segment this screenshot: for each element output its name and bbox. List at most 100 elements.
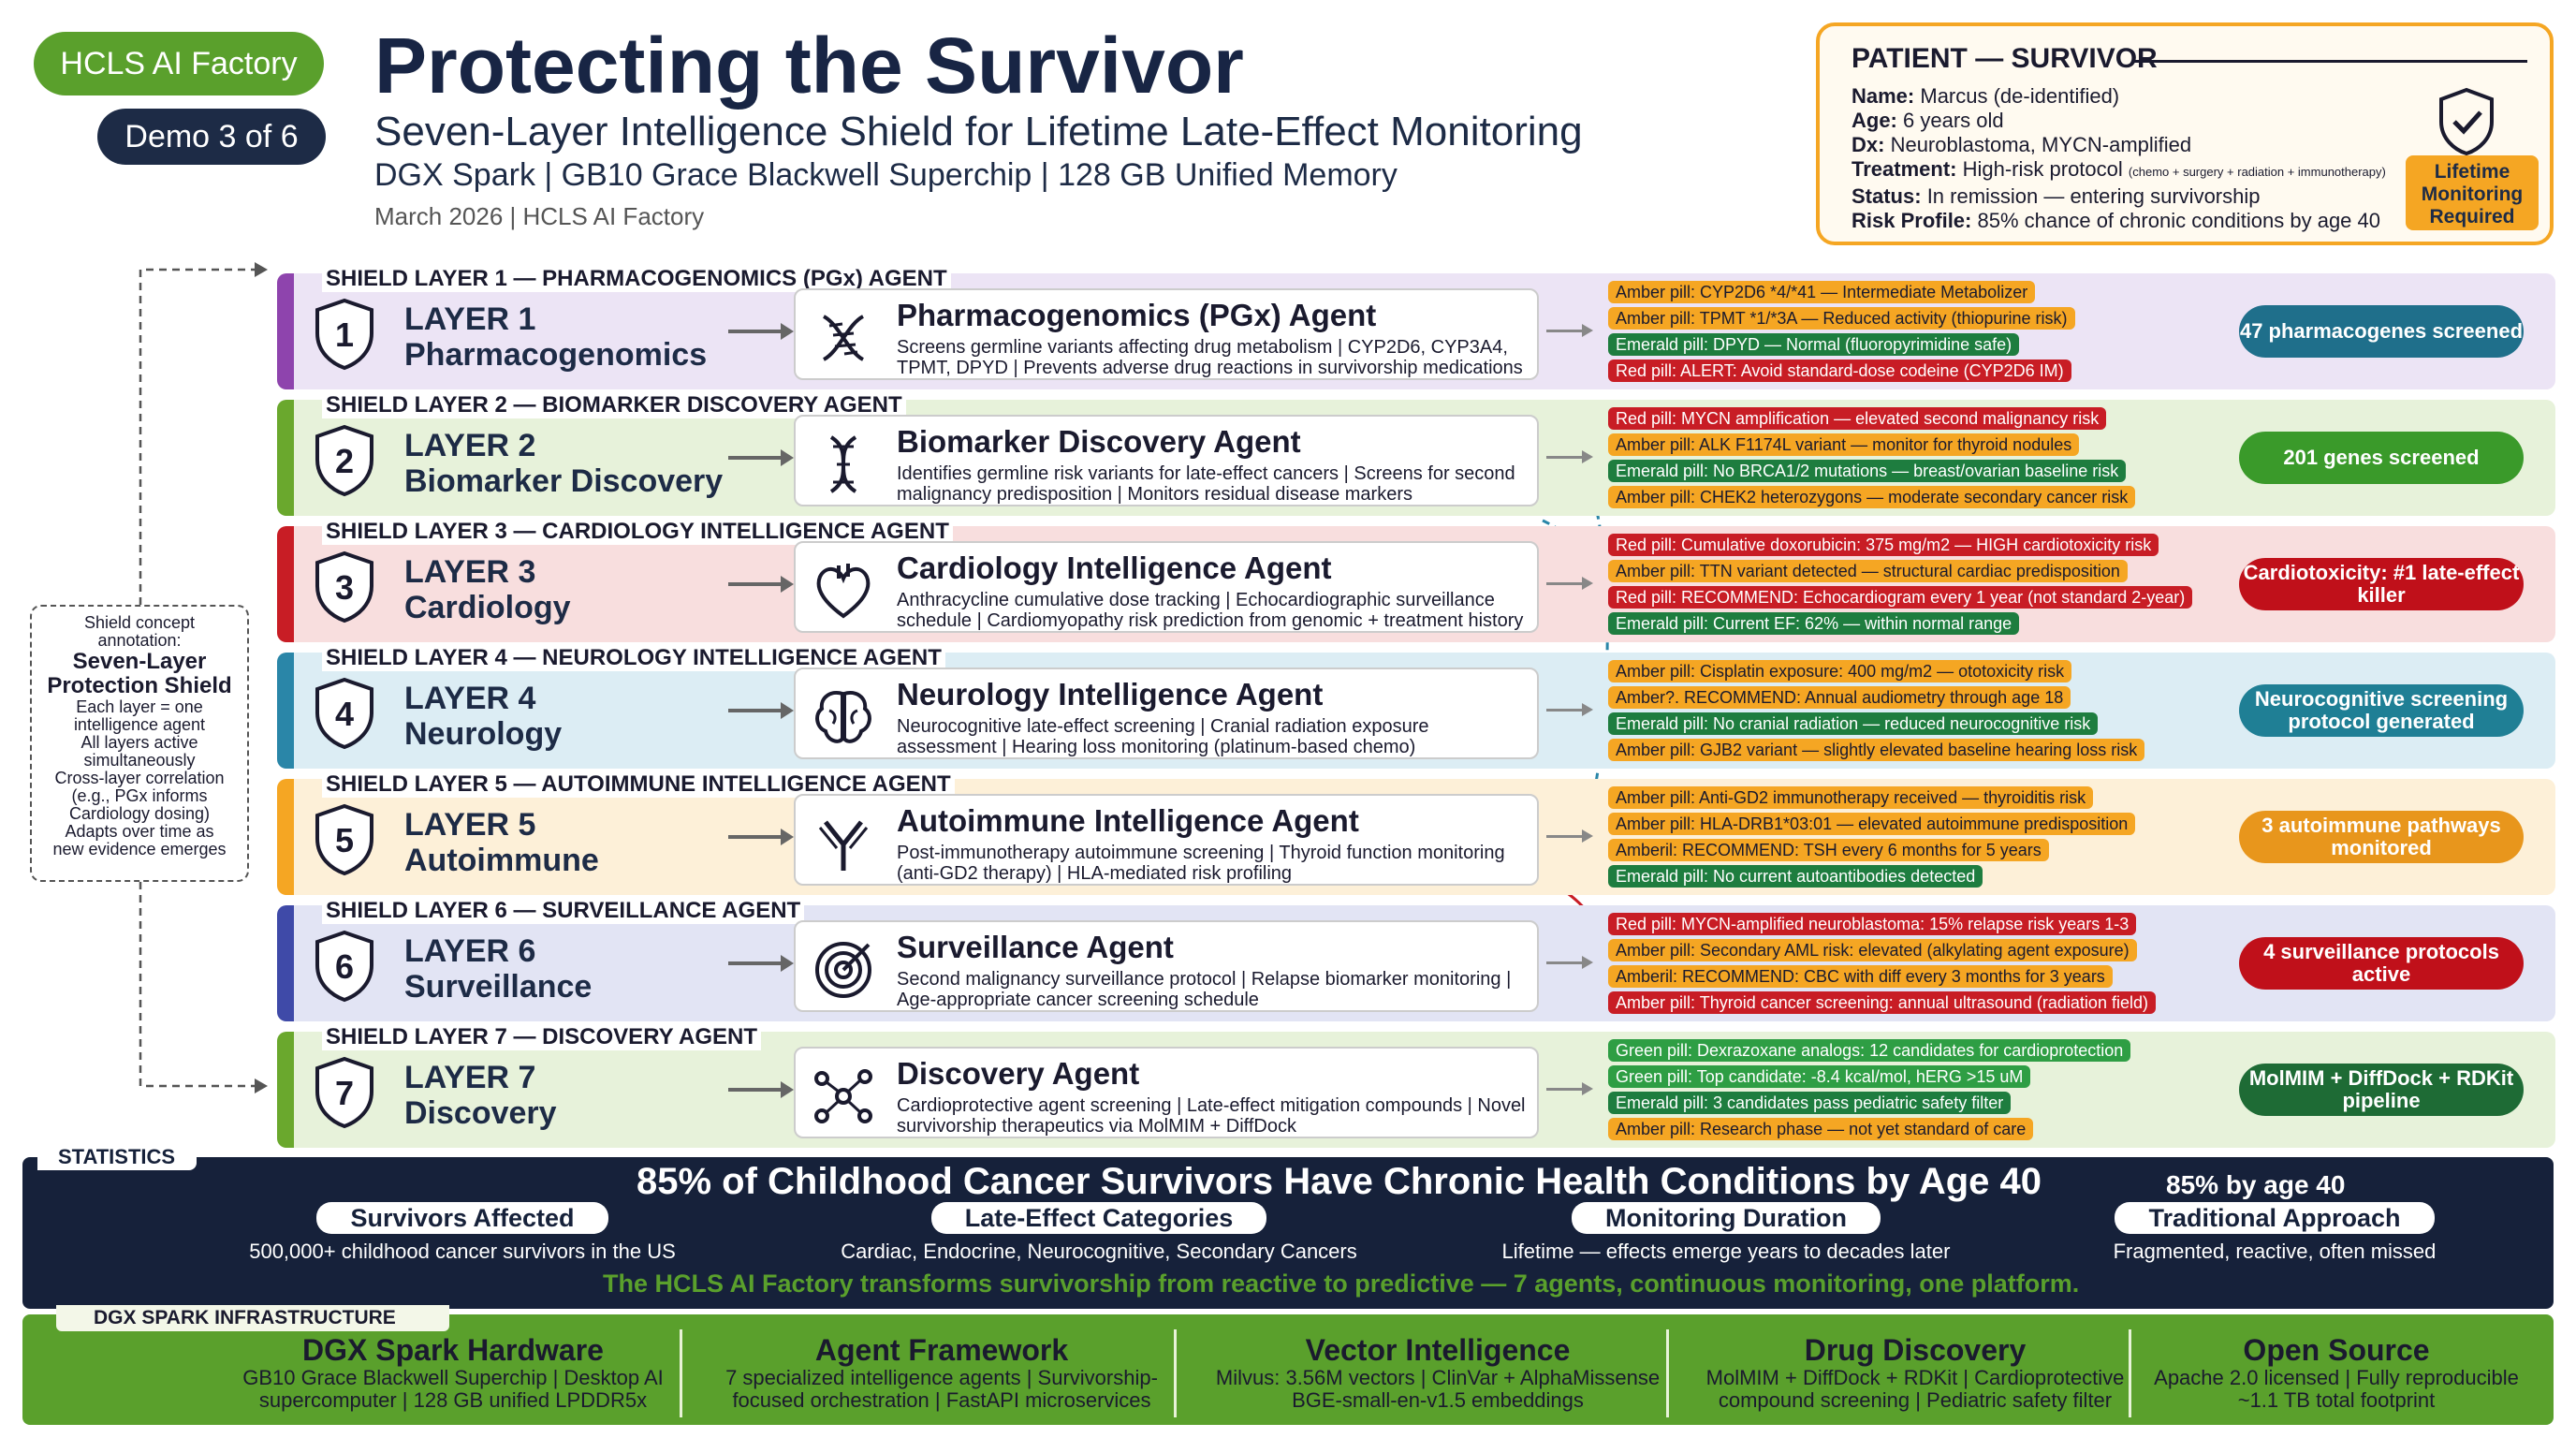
infra-col-agents: Agent Framework 7 specialized intelligen… xyxy=(698,1333,1185,1412)
layer-color-bar xyxy=(277,400,294,516)
stat-survivors-affected: Survivors Affected 500,000+ childhood ca… xyxy=(210,1202,715,1264)
infra-col-hardware: DGX Spark Hardware GB10 Grace Blackwell … xyxy=(210,1333,696,1412)
shield-layer-1: SHIELD LAYER 1 — PHARMACOGENOMICS (PGx) … xyxy=(277,266,2555,389)
layer-shield-icon: 4 xyxy=(315,677,373,750)
infra-col-open-source: Open Source Apache 2.0 licensed | Fully … xyxy=(2093,1333,2576,1412)
layer-title-line: LAYER 7 xyxy=(404,1060,536,1095)
stat-value: Cardiac, Endocrine, Neurocognitive, Seco… xyxy=(841,1240,1357,1263)
infra-col-desc: MolMIM + DiffDock + RDKit | Cardioprotec… xyxy=(1705,1366,2125,1389)
infra-col-vector: Vector Intelligence Milvus: 3.56M vector… xyxy=(1194,1333,1681,1412)
layer-title: LAYER 2 Biomarker Discovery xyxy=(404,428,723,499)
layer-arrow xyxy=(728,576,794,593)
concept-line: simultaneously xyxy=(83,751,196,770)
layer-color-bar xyxy=(277,779,294,895)
agent-name: Biomarker Discovery Agent xyxy=(897,424,1301,459)
patient-card: PATIENT — SURVIVOR Name: Marcus (de-iden… xyxy=(1816,22,2554,245)
findings-arrow xyxy=(1546,703,1593,716)
demo-badge: Demo 3 of 6 xyxy=(97,109,326,165)
heart-icon xyxy=(816,564,871,619)
infra-separator xyxy=(1666,1329,1669,1417)
finding-pill: Amber pill: Cisplatin exposure: 400 mg/m… xyxy=(1608,660,2072,682)
patient-row-label: Age: xyxy=(1852,109,1897,132)
infra-col-desc: compound screening | Pediatric safety fi… xyxy=(1718,1388,2113,1412)
finding-pill: Amber?. RECOMMEND: Annual audiometry thr… xyxy=(1608,686,2071,709)
layer-heading: SHIELD LAYER 1 — PHARMACOGENOMICS (PGx) … xyxy=(322,266,951,292)
agent-name: Pharmacogenomics (PGx) Agent xyxy=(897,298,1377,332)
finding-pill: Red pill: RECOMMEND: Echocardiogram ever… xyxy=(1608,586,2193,609)
layer-summary-pill: Cardiotoxicity: #1 late-effect killer xyxy=(2239,558,2524,610)
layer-title: LAYER 4 Neurology xyxy=(404,681,562,752)
finding-pill: Emerald pill: 3 candidates pass pediatri… xyxy=(1608,1092,2012,1114)
layer-number: 7 xyxy=(335,1074,354,1112)
stat-label: Survivors Affected xyxy=(316,1202,608,1234)
agent-description: Identifies germline risk variants for la… xyxy=(897,463,1515,505)
finding-pill: Red pill: MYCN amplification — elevated … xyxy=(1608,407,2107,430)
layer-title-line: LAYER 5 xyxy=(404,807,536,843)
layer-heading: SHIELD LAYER 5 — AUTOIMMUNE INTELLIGENCE… xyxy=(322,771,955,798)
patient-row-note: (chemo + surgery + radiation + immunothe… xyxy=(2128,165,2386,179)
layer-title-line: LAYER 3 xyxy=(404,554,536,590)
layer-shield-icon: 5 xyxy=(315,803,373,876)
layer-arrow xyxy=(728,829,794,845)
layer-color-bar xyxy=(277,526,294,642)
layer-title: LAYER 7 Discovery xyxy=(404,1060,557,1131)
patient-rule xyxy=(2134,60,2527,63)
layer-color-bar xyxy=(277,653,294,769)
layer-summary-pill: 4 surveillance protocols active xyxy=(2239,937,2524,990)
lifetime-monitoring-badge: Lifetime Monitoring Required xyxy=(2406,155,2539,230)
agent-description: Post-immunotherapy autoimmune screening … xyxy=(897,843,1505,884)
finding-pill: Green pill: Dexrazoxane analogs: 12 cand… xyxy=(1608,1039,2131,1062)
findings-arrow xyxy=(1546,324,1593,337)
agent-card: Cardiology Intelligence Agent Anthracycl… xyxy=(794,541,1539,633)
stat-value: 500,000+ childhood cancer survivors in t… xyxy=(249,1240,676,1263)
layer-title-line: LAYER 1 xyxy=(404,301,536,337)
findings-list: Red pill: Cumulative doxorubicin: 375 mg… xyxy=(1608,534,2282,638)
patient-row-value: Marcus (de-identified) xyxy=(1920,84,2120,108)
findings-list: Amber pill: Anti-GD2 immunotherapy recei… xyxy=(1608,786,2282,891)
infra-col-desc: GB10 Grace Blackwell Superchip | Desktop… xyxy=(242,1366,664,1389)
concept-line: annotation: xyxy=(97,631,182,650)
layer-title-line: Neurology xyxy=(404,716,563,752)
patient-row: Treatment: High-risk protocol (chemo + s… xyxy=(1852,157,2386,184)
layer-shield-icon: 2 xyxy=(315,424,373,497)
page-title: Protecting the Survivor xyxy=(374,22,1244,110)
layer-heading: SHIELD LAYER 6 — SURVEILLANCE AGENT xyxy=(322,898,805,924)
stat-value: Fragmented, reactive, often missed xyxy=(2113,1240,2437,1263)
patient-row-value: In remission — entering survivorship xyxy=(1926,184,2261,208)
layer-arrow xyxy=(728,955,794,972)
agent-name: Surveillance Agent xyxy=(897,930,1174,964)
layer-heading: SHIELD LAYER 2 — BIOMARKER DISCOVERY AGE… xyxy=(322,392,906,418)
finding-pill: Amber pill: Research phase — not yet sta… xyxy=(1608,1118,2034,1140)
layer-summary-pill: 47 pharmacogenes screened xyxy=(2239,305,2524,358)
concept-line: (e.g., PGx informs xyxy=(71,786,208,805)
patient-row-value: High-risk protocol xyxy=(1962,157,2123,181)
layer-title-line: Biomarker Discovery xyxy=(404,463,724,499)
findings-list: Amber pill: Cisplatin exposure: 400 mg/m… xyxy=(1608,660,2282,765)
stats-headline: 85% of Childhood Cancer Survivors Have C… xyxy=(637,1161,2042,1202)
dna-icon xyxy=(822,315,865,361)
infra-col-desc: 7 specialized intelligence agents | Surv… xyxy=(725,1366,1158,1389)
finding-pill: Amber pill: ALK F1174L variant — monitor… xyxy=(1608,433,2080,456)
page-date: March 2026 | HCLS AI Factory xyxy=(374,202,705,230)
finding-pill: Amber pill: Thyroid cancer screening: an… xyxy=(1608,991,2156,1014)
dna-strand-icon xyxy=(829,435,857,493)
finding-pill: Amber pill: CHEK2 heterozygons — moderat… xyxy=(1608,486,2136,508)
stat-label: Late-Effect Categories xyxy=(930,1202,1267,1234)
infra-col-desc: Apache 2.0 licensed | Fully reproducible xyxy=(2154,1366,2519,1389)
patient-row-label: Name: xyxy=(1852,84,1915,108)
agent-name: Neurology Intelligence Agent xyxy=(897,677,1324,712)
concept-line: new evidence emerges xyxy=(52,840,227,858)
agent-card: Pharmacogenomics (PGx) Agent Screens ger… xyxy=(794,288,1539,380)
findings-arrow xyxy=(1546,450,1593,463)
layer-title-line: LAYER 6 xyxy=(404,933,536,969)
layer-heading: SHIELD LAYER 7 — DISCOVERY AGENT xyxy=(322,1024,761,1050)
findings-arrow xyxy=(1546,1082,1593,1095)
stats-side-note: 85% by age 40 xyxy=(2166,1170,2346,1199)
layer-title-line: Surveillance xyxy=(404,969,593,1005)
finding-pill: Amber pill: HLA-DRB1*03:01 — elevated au… xyxy=(1608,813,2136,835)
patient-row: Status: In remission — entering survivor… xyxy=(1852,184,2386,209)
finding-pill: Amber pill: TTN variant detected — struc… xyxy=(1608,560,2128,582)
findings-arrow xyxy=(1546,829,1593,843)
stat-traditional-approach: Traditional Approach Fragmented, reactiv… xyxy=(2059,1202,2490,1264)
finding-pill: Amber pill: GJB2 variant — slightly elev… xyxy=(1608,739,2145,761)
